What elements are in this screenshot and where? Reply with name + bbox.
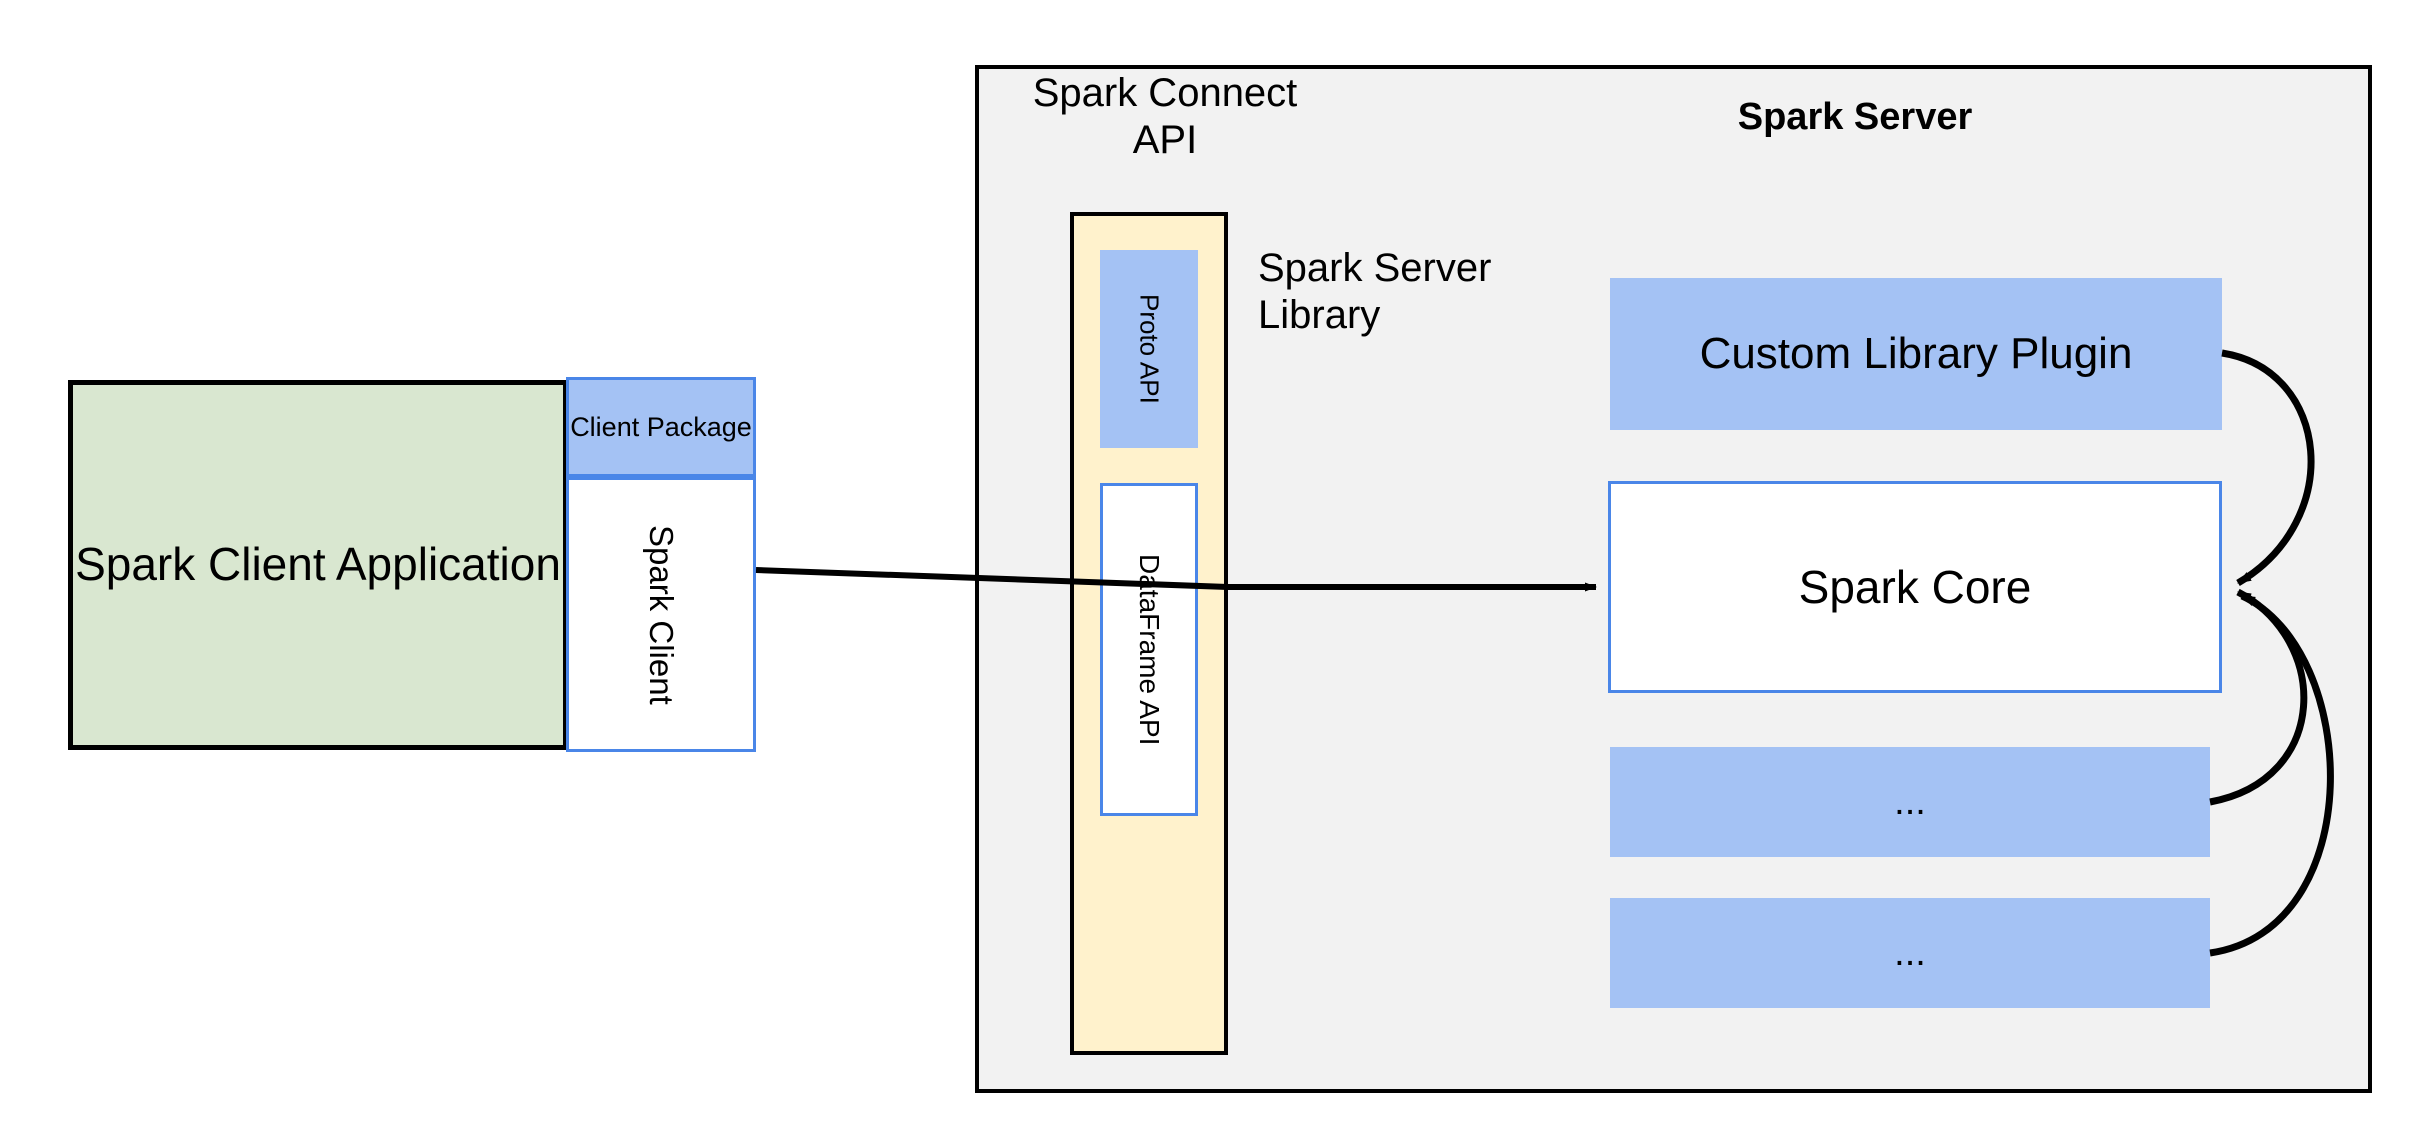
spark-client-application-box[interactable]: Spark Client Application (68, 380, 568, 750)
ellipsis-label-1: ... (1894, 780, 1926, 823)
ellipsis-label-2: ... (1894, 931, 1926, 974)
dataframe-api-box[interactable]: DataFrame API (1100, 483, 1198, 816)
spark-client-box[interactable]: Spark Client (566, 477, 756, 752)
proto-api-label: Proto API (1134, 294, 1165, 404)
custom-library-plugin-box[interactable]: Custom Library Plugin (1610, 278, 2222, 430)
custom-library-plugin-label: Custom Library Plugin (1699, 329, 2133, 378)
ellipsis-box-1[interactable]: ... (1610, 747, 2210, 857)
spark-core-label: Spark Core (1798, 561, 2032, 613)
spark-client-application-label: Spark Client Application (75, 538, 561, 591)
dataframe-api-label: DataFrame API (1134, 553, 1165, 746)
client-package-box[interactable]: Client Package (566, 377, 756, 477)
ellipsis-box-2[interactable]: ... (1610, 898, 2210, 1008)
spark-server-title: Spark Server (1737, 96, 1973, 138)
spark-connect-api-label: Spark Connect API (1032, 71, 1298, 163)
proto-api-box[interactable]: Proto API (1100, 250, 1198, 448)
client-package-label: Client Package (570, 411, 752, 442)
spark-core-box[interactable]: Spark Core (1608, 481, 2222, 693)
spark-server-library-label: Spark Server Library (1258, 246, 1492, 338)
spark-client-label: Spark Client (643, 524, 680, 705)
